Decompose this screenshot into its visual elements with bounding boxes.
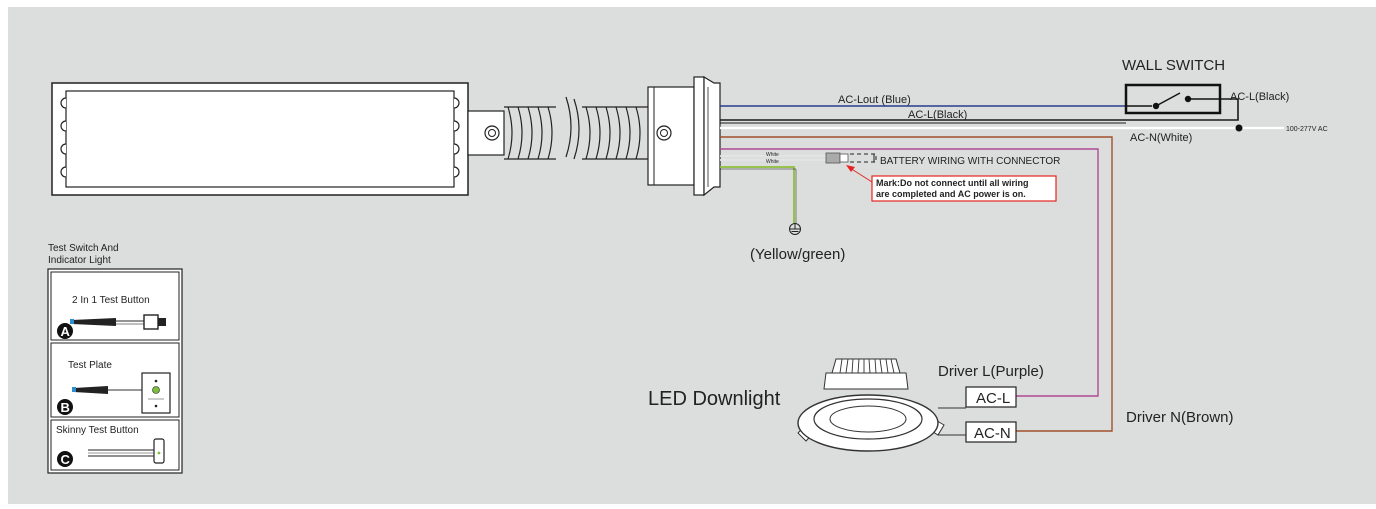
led-downlight-icon xyxy=(797,358,945,452)
test-panel-title-1: Test Switch And xyxy=(48,243,119,254)
wall-switch-icon xyxy=(1124,83,1222,115)
test-panel-title-2: Indicator Light xyxy=(48,255,111,266)
diagram-canvas: White White WALL SWITCH AC-L(Black) 100-… xyxy=(8,7,1376,504)
warning-line-1: Mark:Do not connect until all wiring xyxy=(876,178,1029,188)
flexible-conduit xyxy=(504,96,648,160)
skinny-test-button-icon xyxy=(88,438,165,464)
led-downlight-label: LED Downlight xyxy=(648,388,781,410)
ac-l-terminal-label: AC-L xyxy=(976,390,1010,407)
badge-b-icon xyxy=(57,399,73,415)
test-option-c-badge: C xyxy=(61,452,71,467)
test-plate-icon xyxy=(72,372,171,414)
ground-icon xyxy=(789,223,801,235)
badge-c-icon xyxy=(57,451,73,467)
ac-l-black-label: AC-L(Black) xyxy=(908,109,967,121)
ac-n-terminal-label: AC-N xyxy=(974,425,1011,442)
test-panel: 2 In 1 Test Button A Test Plate B Skinny… xyxy=(47,268,183,474)
test-button-icon xyxy=(70,314,166,330)
battery-connector xyxy=(825,152,877,164)
ground-label: (Yellow/green) xyxy=(750,246,845,263)
test-option-a-label: 2 In 1 Test Button xyxy=(72,295,150,306)
ac-lout-blue-label: AC-Lout (Blue) xyxy=(838,94,911,106)
wall-switch-label: WALL SWITCH xyxy=(1122,57,1225,74)
test-option-b-label: Test Plate xyxy=(68,360,112,371)
ac-n-white-label: AC-N(White) xyxy=(1130,132,1192,144)
wires xyxy=(720,98,1284,432)
warning-note: Mark:Do not connect until all wiring are… xyxy=(846,165,1057,202)
test-option-c-label: Skinny Test Button xyxy=(56,425,139,436)
warning-line-2: are completed and AC power is on. xyxy=(876,189,1026,199)
wire-label-white-1: White xyxy=(766,152,779,158)
driver-l-label: Driver L(Purple) xyxy=(938,363,1044,380)
wiring-diagram: White White WALL SWITCH AC-L(Black) 100-… xyxy=(47,57,1328,474)
emergency-driver xyxy=(51,82,505,196)
terminal-block: AC-L AC-N xyxy=(938,386,1017,443)
ac-l-black-switch-label: AC-L(Black) xyxy=(1230,91,1289,103)
supply-node-icon xyxy=(1235,124,1243,132)
supply-voltage-label: 100-277V AC xyxy=(1286,126,1328,133)
test-option-b-badge: B xyxy=(61,400,70,415)
badge-a-icon xyxy=(57,323,73,339)
wire-label-white-2: White xyxy=(766,159,779,165)
test-option-a-badge: A xyxy=(61,324,71,339)
driver-n-label: Driver N(Brown) xyxy=(1126,409,1234,426)
battery-wiring-label: BATTERY WIRING WITH CONNECTOR xyxy=(880,156,1060,167)
conduit-connector xyxy=(647,75,721,197)
